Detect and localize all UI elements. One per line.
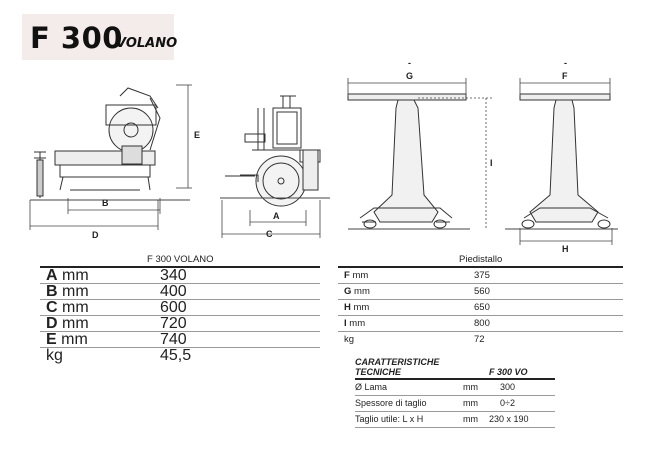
table-row: Taglio utile: L x H mm 230 x 190 xyxy=(355,412,555,428)
table-row: F mm 375 xyxy=(338,268,623,284)
dim-label-c: C xyxy=(266,229,273,239)
pedestal-table-rule xyxy=(338,266,623,268)
dim-label-i: I xyxy=(490,158,493,168)
table-row: kg 45,5 xyxy=(46,347,192,364)
table-row: B mm 400 xyxy=(40,284,320,300)
table-row: Ø Lama mm 300 xyxy=(355,380,555,396)
table-row: kg 72 xyxy=(344,334,485,345)
table-row: Spessore di taglio mm 0÷2 xyxy=(355,396,555,412)
slicer-front-view xyxy=(225,95,321,207)
pedestal-front-view xyxy=(347,93,467,229)
table-row: G mm 560 xyxy=(338,284,623,300)
dim-label-d: D xyxy=(92,230,99,240)
dim-label-g: G xyxy=(406,71,413,81)
main-table-rule xyxy=(40,266,320,268)
pedestal-side-view xyxy=(519,93,611,229)
table-row: H mm 650 xyxy=(338,300,623,316)
slicer-side-view xyxy=(30,87,180,201)
table-row: C mm 600 xyxy=(40,300,320,316)
dim-dash-g: - xyxy=(408,58,411,68)
tech-header-line2: TECNICHE xyxy=(355,367,402,377)
tech-table-rule xyxy=(355,378,555,380)
model-title: F 300 xyxy=(30,21,123,55)
dim-label-b: B xyxy=(102,198,109,208)
title-box xyxy=(22,14,174,60)
main-table-header: F 300 VOLANO xyxy=(147,254,214,265)
table-row: A mm 340 xyxy=(40,268,320,284)
dim-label-h: H xyxy=(562,244,569,254)
dim-dash-f: - xyxy=(564,58,567,68)
table-row: I mm 800 xyxy=(338,316,623,332)
dim-label-e: E xyxy=(194,130,200,140)
table-row: D mm 720 xyxy=(40,316,320,332)
tech-header-line1: CARATTERISTICHE xyxy=(355,357,440,367)
dim-label-a: A xyxy=(273,211,280,221)
model-variant: VOLANO xyxy=(116,36,178,51)
table-row: E mm 740 xyxy=(40,332,320,348)
tech-header-model: F 300 VO xyxy=(489,367,528,377)
pedestal-table-header: Piedistallo xyxy=(459,254,503,265)
dim-label-f: F xyxy=(562,71,568,81)
